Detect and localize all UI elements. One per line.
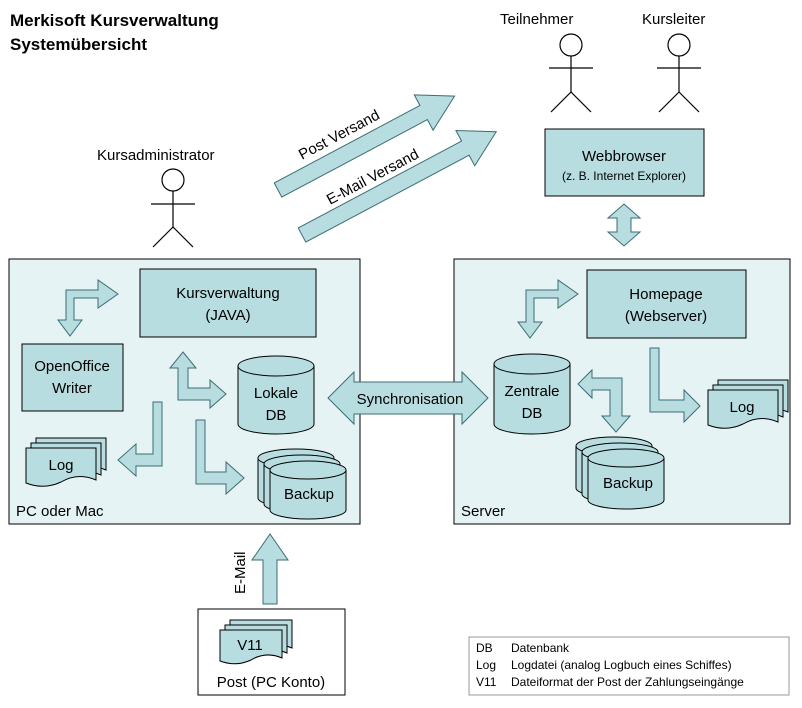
pc-log-icon bbox=[25, 437, 107, 487]
local-db-line2: DB bbox=[266, 407, 287, 424]
kursverwaltung-subtitle: (JAVA) bbox=[205, 307, 250, 324]
administrator-actor-icon bbox=[151, 168, 195, 248]
openoffice-line2: Writer bbox=[52, 380, 92, 397]
email-upload-arrow bbox=[251, 533, 289, 605]
homepage-subtitle: (Webserver) bbox=[625, 308, 707, 325]
webbrowser-title: Webbrowser bbox=[582, 148, 666, 165]
openoffice-line1: OpenOffice bbox=[34, 358, 110, 375]
central-db-line1: Zentrale bbox=[504, 383, 559, 400]
homepage-log-arrow bbox=[649, 347, 701, 424]
pc-backup-label: Backup bbox=[284, 486, 334, 503]
kursverwaltung-box bbox=[139, 268, 317, 338]
webbrowser-subtitle: (z. B. Internet Explorer) bbox=[562, 169, 686, 183]
kursverwaltung-localdb-arrow bbox=[168, 351, 227, 410]
browser-server-double-arrow bbox=[606, 203, 642, 247]
kursverwaltung-openoffice-arrow bbox=[57, 279, 119, 337]
server-log-label: Log bbox=[729, 399, 754, 416]
course-leader-actor-icon bbox=[657, 33, 701, 113]
local-db-icon bbox=[237, 355, 315, 435]
kursverwaltung-backup-arrow bbox=[195, 419, 245, 496]
pc-log-label: Log bbox=[48, 457, 73, 474]
legend-abbr-log: Log bbox=[476, 658, 496, 672]
central-db-icon bbox=[493, 353, 571, 435]
webbrowser-box bbox=[544, 128, 705, 197]
homepage-box bbox=[586, 269, 747, 339]
legend-abbr-v11: V11 bbox=[476, 675, 497, 689]
server-log-icon bbox=[707, 379, 789, 429]
synchronisation-arrow bbox=[327, 370, 489, 426]
server-backup-label: Backup bbox=[603, 475, 653, 492]
kursverwaltung-log-arrow bbox=[117, 401, 163, 478]
kursverwaltung-title: Kursverwaltung bbox=[176, 285, 279, 302]
actor-administrator-label: Kursadministrator bbox=[97, 147, 215, 164]
email-shipping-arrow bbox=[297, 129, 498, 243]
post-box-label: Post (PC Konto) bbox=[217, 674, 325, 691]
participant-actor-icon bbox=[549, 33, 593, 113]
legend-abbr-db: DB bbox=[476, 641, 493, 655]
homepage-centraldb-arrow bbox=[517, 279, 579, 339]
legend-box bbox=[468, 636, 790, 696]
homepage-title: Homepage bbox=[629, 286, 702, 303]
v11-document-icon bbox=[219, 619, 293, 665]
pc-panel-label: PC oder Mac bbox=[16, 503, 104, 520]
central-db-line2: DB bbox=[522, 405, 543, 422]
email-vertical-label: E-Mail bbox=[232, 551, 249, 594]
server-panel-label: Server bbox=[461, 503, 505, 520]
synchronisation-label: Synchronisation bbox=[357, 391, 464, 408]
diagram-subtitle: Systemübersicht bbox=[10, 35, 147, 54]
openoffice-box bbox=[21, 343, 124, 412]
pc-backup-icon bbox=[257, 448, 347, 520]
legend-desc-db: Datenbank bbox=[511, 641, 570, 655]
server-backup-icon bbox=[575, 436, 665, 510]
actor-participant-label: Teilnehmer bbox=[500, 11, 573, 28]
local-db-line1: Lokale bbox=[254, 385, 298, 402]
legend-desc-v11: Dateiformat der Post der Zahlungseingäng… bbox=[511, 675, 744, 689]
post-shipping-arrow bbox=[273, 94, 456, 198]
actor-course-leader-label: Kursleiter bbox=[642, 11, 705, 28]
legend-desc-log: Logdatei (analog Logbuch eines Schiffes) bbox=[511, 658, 732, 672]
diagram-title: Merkisoft Kursverwaltung bbox=[10, 11, 219, 30]
v11-document-label: V11 bbox=[237, 637, 263, 654]
centraldb-backup-arrow bbox=[577, 368, 632, 433]
